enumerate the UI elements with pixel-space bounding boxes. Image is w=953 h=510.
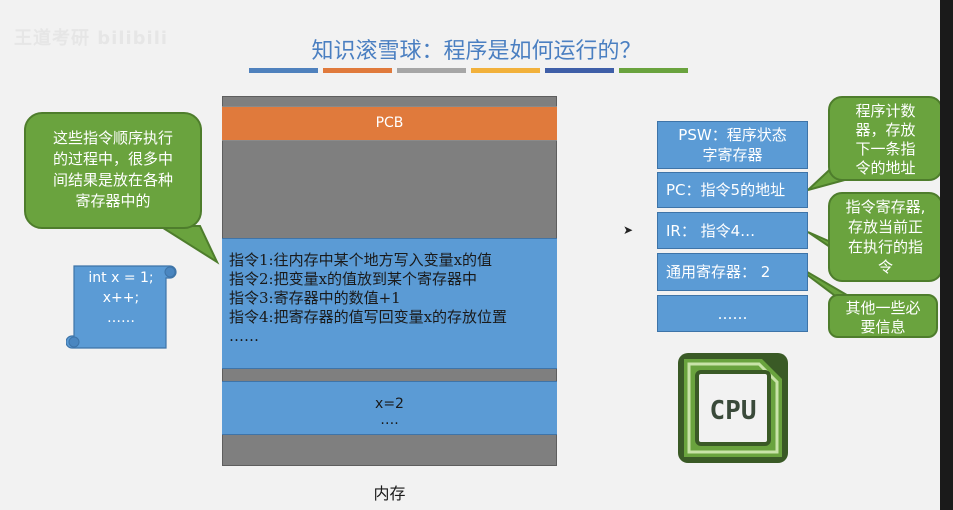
callout-line: 指令寄存器, xyxy=(845,198,926,216)
callout-line: 令的地址 xyxy=(855,159,916,177)
register-psw-line: PSW：程序状态 xyxy=(678,126,787,144)
register-psw-line: 字寄存器 xyxy=(702,146,763,164)
title-underline-6 xyxy=(619,68,688,73)
register-pc: PC：指令5的地址 xyxy=(657,172,808,208)
callout-ir-note: 指令寄存器, 存放当前正 在执行的指 令 xyxy=(828,192,943,282)
data-region: x=2 …. xyxy=(222,381,557,435)
instruction-line: 指令2:把变量x的值放到某个寄存器中 xyxy=(229,270,478,288)
left-callout-tail xyxy=(156,225,220,265)
scroll-shape xyxy=(66,265,177,349)
data-line: …. xyxy=(380,412,399,428)
mouse-cursor-icon: ➤ xyxy=(623,223,634,237)
instruction-line: …… xyxy=(229,327,259,345)
instruction-region: 指令1:往内存中某个地方写入变量x的值 指令2:把变量x的值放到某个寄存器中 指… xyxy=(222,238,557,369)
data-line: x=2 xyxy=(375,396,404,412)
register-general: 通用寄存器： 2 xyxy=(657,253,808,291)
pcb-region: PCB xyxy=(222,106,557,141)
register-more: …… xyxy=(657,295,808,332)
callout-other-note: 其他一些必 要信息 xyxy=(828,294,938,338)
callout-intermediate-results: 这些指令顺序执行 的过程中，很多中 间结果是放在各种 寄存器中的 xyxy=(24,112,202,229)
callout-pc-note: 程序计数 器，存放 下一条指 令的地址 xyxy=(828,96,943,181)
cpu-icon: CPU xyxy=(678,353,788,463)
register-ir: IR： 指令4… xyxy=(657,212,808,249)
callout-line: 器，存放 xyxy=(855,121,916,139)
window-edge xyxy=(940,0,953,510)
instruction-line: 指令3:寄存器中的数值+1 xyxy=(229,289,401,307)
callout-line: 间结果是放在各种 xyxy=(52,171,173,189)
callout-line: 的过程中，很多中 xyxy=(52,150,173,168)
callout-line: 这些指令顺序执行 xyxy=(52,129,173,147)
callout-line: 存放当前正 xyxy=(847,218,923,236)
code-line: int x = 1; xyxy=(88,270,154,286)
instruction-line: 指令4:把寄存器的值写回变量x的存放位置 xyxy=(229,308,508,326)
code-line: …… xyxy=(107,310,135,326)
title-underline-3 xyxy=(397,68,466,73)
callout-line: 寄存器中的 xyxy=(75,192,151,210)
cpu-label: CPU xyxy=(710,396,757,426)
title-underline-5 xyxy=(545,68,614,73)
title-underline-4 xyxy=(471,68,540,73)
callout-line: 下一条指 xyxy=(855,140,916,158)
callout-line: 在执行的指 xyxy=(847,238,923,256)
callout-line: 程序计数 xyxy=(855,102,916,120)
callout-line: 令 xyxy=(877,258,893,276)
callout-line: 要信息 xyxy=(860,318,906,336)
code-scroll: int x = 1; x++; …… xyxy=(72,268,170,328)
page-title: 知识滚雪球：程序是如何运行的？ xyxy=(311,39,642,64)
code-line: x++; xyxy=(102,290,140,306)
title-underline-1 xyxy=(249,68,318,73)
register-psw: PSW：程序状态 字寄存器 xyxy=(657,121,808,169)
instruction-line: 指令1:往内存中某个地方写入变量x的值 xyxy=(229,251,493,269)
watermark: 王道考研 bilibili xyxy=(14,28,169,49)
title-underline-2 xyxy=(323,68,392,73)
memory-label: 内存 xyxy=(373,484,406,503)
callout-line: 其他一些必 xyxy=(845,299,921,317)
